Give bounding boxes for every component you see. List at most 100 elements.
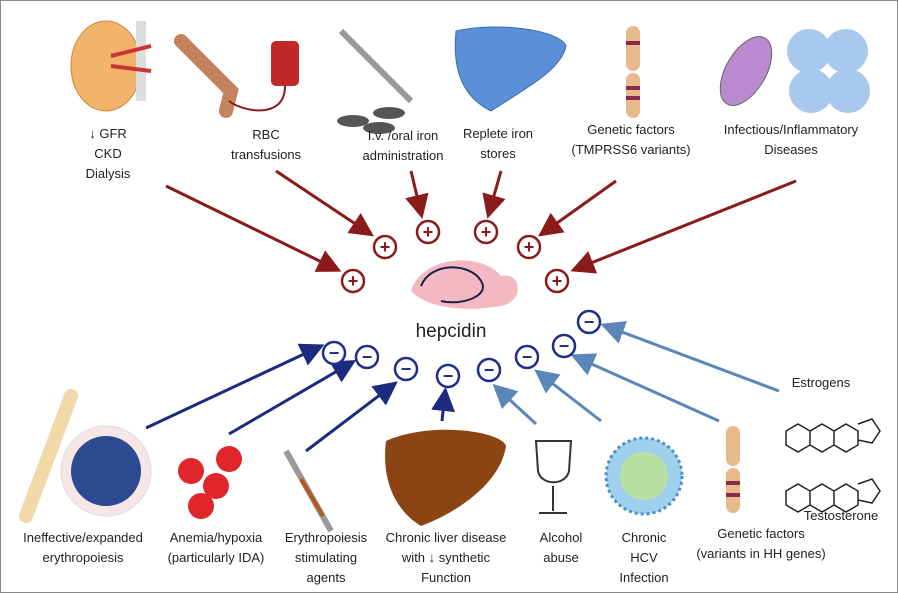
increaser-factor-label: I.v. /oral iron administration [363, 128, 444, 163]
plus-symbol: + [423, 222, 434, 242]
syringe-icon [283, 449, 334, 533]
minus-symbol: − [401, 359, 412, 379]
plus-circle-icon: + [544, 268, 570, 294]
minus-circle-icon: − [393, 356, 419, 382]
wine-glass-icon [534, 440, 573, 514]
red-blood-cells-icon [178, 446, 242, 519]
decrease-arrow [600, 321, 780, 393]
increaser-factor-label: ↓ GFR CKD Dialysis [86, 126, 131, 181]
plus-symbol: + [481, 222, 492, 242]
decrease-arrow [492, 383, 538, 426]
label-line: Chronic [622, 530, 667, 545]
decrease-arrow [570, 353, 720, 423]
hepcidin-label: hepcidin [416, 321, 487, 342]
label-line: (variants in HH genes) [696, 546, 825, 561]
plus-circle-icon: + [516, 234, 542, 260]
decreaser-factor-label: Alcohol abuse [540, 530, 583, 565]
label-line: stimulating [295, 550, 357, 565]
label-line: Infection [619, 570, 668, 585]
label-line: ↓ GFR [89, 126, 127, 141]
label-line: CKD [94, 146, 121, 161]
increase-arrow [275, 169, 374, 237]
label-line: transfusions [231, 147, 302, 162]
label-line: erythropoiesis [43, 550, 124, 565]
plus-symbol: + [380, 237, 391, 257]
label-line: Alcohol [540, 530, 583, 545]
blood-transfusion-icon [174, 34, 299, 118]
plus-symbol: + [348, 271, 359, 291]
label-line: administration [363, 148, 444, 163]
label-line: Function [421, 570, 471, 585]
label-line: with ↓ synthetic [401, 550, 491, 565]
virus-icon [604, 436, 684, 516]
decrease-arrow [305, 381, 398, 453]
minus-circle-icon: − [551, 333, 577, 359]
label-line: Anemia/hypoxia [170, 530, 263, 545]
minus-circle-icon: − [321, 340, 347, 366]
kidney-icon [70, 20, 152, 112]
decreaser-factor-label: Anemia/hypoxia (particularly IDA) [168, 530, 265, 565]
plus-circle-icon: + [473, 219, 499, 245]
label-line: abuse [543, 550, 578, 565]
label-line: Diseases [764, 142, 818, 157]
minus-symbol: − [559, 336, 570, 356]
increase-arrow [538, 179, 617, 237]
minus-circle-icon: − [576, 309, 602, 335]
liver-icon [454, 26, 567, 112]
increase-arrow [482, 170, 506, 219]
label-line: HCV [630, 550, 658, 565]
label-line: Genetic factors [717, 526, 805, 541]
minus-circle-icon: − [435, 363, 461, 389]
label-line: agents [306, 570, 346, 585]
cirrhotic-liver-icon [385, 429, 506, 526]
estrogens-label: Estrogens [792, 375, 851, 390]
label-line: Chronic liver disease [386, 530, 507, 545]
syringe-pills-icon [337, 28, 414, 134]
label-line: Dialysis [86, 166, 131, 181]
plus-circle-icon: + [340, 268, 366, 294]
increaser-factor-label: RBC transfusions [231, 127, 302, 162]
label-line: Genetic factors [587, 122, 675, 137]
increase-arrow [570, 179, 797, 274]
minus-symbol: − [443, 366, 454, 386]
label-line: Infectious/Inflammatory [724, 122, 859, 137]
label-line: Erythropoiesis [285, 530, 368, 545]
minus-circle-icon: − [514, 344, 540, 370]
chromosome-icon [626, 26, 640, 118]
decreaser-factor-label: Erythropoiesis stimulating agents [285, 530, 368, 585]
label-line: Replete iron [463, 126, 533, 141]
hepcidin-molecule-icon [411, 260, 518, 309]
increase-arrow [405, 170, 429, 219]
chromosome-icon [726, 426, 740, 513]
decreaser-factor-label: Genetic factors (variants in HH genes) [696, 526, 825, 561]
decrease-arrow [431, 387, 456, 422]
minus-circle-icon: − [354, 344, 380, 370]
label-line: (particularly IDA) [168, 550, 265, 565]
label-line: Ineffective/expanded [23, 530, 143, 545]
bone-marrow-icon [19, 389, 152, 523]
increase-arrow [165, 184, 342, 272]
testosterone-label: Testosterone [804, 508, 878, 523]
label-line: (TMPRSS6 variants) [571, 142, 690, 157]
steroid-structures-icon [785, 418, 881, 513]
plus-symbol: + [552, 271, 563, 291]
plus-circle-icon: + [415, 219, 441, 245]
minus-symbol: − [484, 360, 495, 380]
minus-symbol: − [522, 347, 533, 367]
increaser-factor-label: Genetic factors (TMPRSS6 variants) [571, 122, 690, 157]
decreaser-factor-label: Chronic liver disease with ↓ syntheticFun… [386, 530, 507, 585]
plus-symbol: + [524, 237, 535, 257]
label-line: RBC [252, 127, 279, 142]
label-line: I.v. /oral iron [368, 128, 439, 143]
minus-symbol: − [584, 312, 595, 332]
minus-symbol: − [329, 343, 340, 363]
decrease-arrow [145, 343, 325, 430]
decrease-arrow [534, 369, 602, 423]
bacteria-cells-icon [719, 29, 870, 113]
minus-symbol: − [362, 347, 373, 367]
